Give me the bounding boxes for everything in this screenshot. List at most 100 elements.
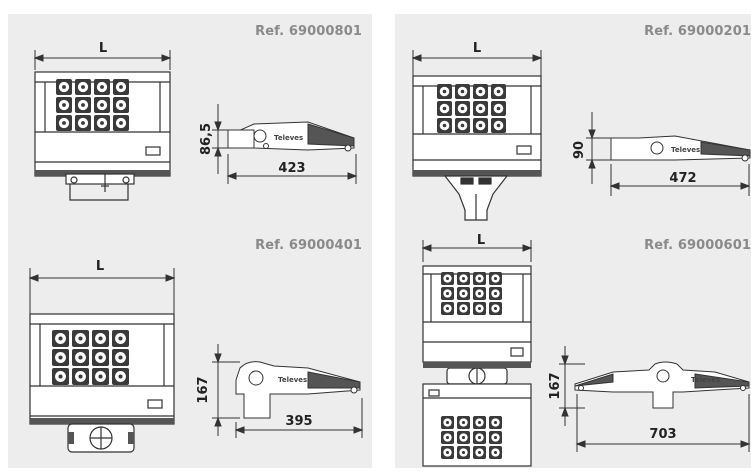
- led-dot: [442, 89, 447, 94]
- led-dot: [445, 420, 450, 425]
- front-view: [29, 313, 175, 453]
- led-dot: [100, 85, 104, 89]
- led-dot: [477, 420, 482, 425]
- width-dimension: [421, 240, 533, 262]
- ref-label: Ref. 69000401: [255, 238, 362, 253]
- led-dot: [493, 435, 498, 440]
- led-dot: [119, 85, 123, 89]
- ref-label: Ref. 69000601: [644, 238, 751, 253]
- length-dimension: [609, 164, 751, 196]
- led-dot: [496, 106, 501, 111]
- drawing-69000601: L Televe: [421, 233, 751, 467]
- brand-logo: Televes: [274, 134, 303, 142]
- height-label: 167: [548, 372, 563, 399]
- side-view: [574, 361, 750, 409]
- led-dot: [62, 103, 66, 107]
- led-dot: [119, 103, 123, 107]
- led-dot: [118, 336, 123, 341]
- height-label: 167: [196, 376, 211, 403]
- led-dot: [98, 336, 103, 341]
- led-dot: [493, 306, 498, 311]
- led-dot: [493, 450, 498, 455]
- width-dimension: [33, 50, 172, 70]
- led-array: [437, 84, 506, 133]
- width-label: L: [99, 41, 107, 56]
- led-dot: [445, 306, 450, 311]
- led-array: [441, 272, 502, 315]
- led-dot: [118, 374, 123, 379]
- led-dot: [496, 123, 501, 128]
- led-dot: [98, 374, 103, 379]
- height-dimension: [559, 346, 585, 426]
- led-dot: [496, 89, 501, 94]
- height-dimension: [212, 104, 236, 174]
- panel-69000401: Ref. 69000401 L Tel: [8, 222, 372, 468]
- led-dot: [58, 355, 63, 360]
- side-view: [227, 121, 355, 152]
- led-dot: [477, 435, 482, 440]
- led-dot: [477, 450, 482, 455]
- led-dot: [62, 121, 66, 125]
- front-view: [412, 75, 542, 221]
- led-array: [52, 330, 129, 385]
- drawing-69000401: L Televes 167: [28, 259, 364, 453]
- led-dot: [478, 89, 483, 94]
- side-view: [610, 135, 751, 162]
- led-dot: [493, 291, 498, 296]
- length-label: 703: [649, 427, 676, 442]
- led-dot: [81, 85, 85, 89]
- led-dot: [78, 336, 83, 341]
- led-dot: [460, 106, 465, 111]
- brand-logo: Televes: [671, 146, 700, 154]
- led-dot: [477, 291, 482, 296]
- led-dot: [78, 374, 83, 379]
- led-dot: [81, 103, 85, 107]
- height-label: 90: [572, 141, 587, 159]
- led-dot: [461, 306, 466, 311]
- length-label: 423: [278, 161, 305, 176]
- ref-label: Ref. 69000201: [644, 24, 751, 39]
- led-dot: [442, 123, 447, 128]
- front-view: [422, 265, 532, 467]
- led-dot: [461, 450, 466, 455]
- brand-logo: Televes: [278, 376, 307, 384]
- length-dimension: [226, 154, 358, 184]
- width-label: L: [473, 41, 481, 56]
- height-label: 86,5: [199, 123, 214, 155]
- led-dot: [461, 420, 466, 425]
- led-dot: [493, 276, 498, 281]
- length-dimension: [234, 398, 364, 438]
- brand-logo: Televes: [691, 376, 720, 384]
- front-view: [34, 71, 171, 201]
- panel-69000201: Ref. 69000201 L Televes: [395, 14, 751, 232]
- led-dot: [98, 355, 103, 360]
- width-label: L: [477, 233, 485, 248]
- led-dot: [478, 123, 483, 128]
- length-label: 395: [285, 414, 312, 429]
- width-dimension: [411, 50, 543, 76]
- ref-label: Ref. 69000801: [255, 24, 362, 39]
- led-dot: [58, 374, 63, 379]
- width-dimension: [28, 268, 176, 314]
- led-dot: [461, 291, 466, 296]
- led-dot: [442, 106, 447, 111]
- height-dimension: [586, 112, 611, 184]
- side-view: [235, 361, 361, 419]
- length-label: 472: [669, 171, 696, 186]
- led-array: [56, 79, 129, 131]
- led-dot: [100, 103, 104, 107]
- led-array: [441, 416, 502, 459]
- led-dot: [118, 355, 123, 360]
- led-dot: [477, 306, 482, 311]
- panel-69000601: Ref. 69000601 L: [395, 222, 751, 468]
- led-dot: [461, 276, 466, 281]
- led-dot: [58, 336, 63, 341]
- drawing-69000801: L Televes: [33, 41, 358, 201]
- led-dot: [119, 121, 123, 125]
- led-dot: [461, 435, 466, 440]
- panel-69000801: Ref. 69000801 L: [8, 14, 372, 232]
- width-label: L: [96, 259, 104, 274]
- length-dimension: [575, 394, 751, 452]
- led-dot: [445, 276, 450, 281]
- led-dot: [445, 450, 450, 455]
